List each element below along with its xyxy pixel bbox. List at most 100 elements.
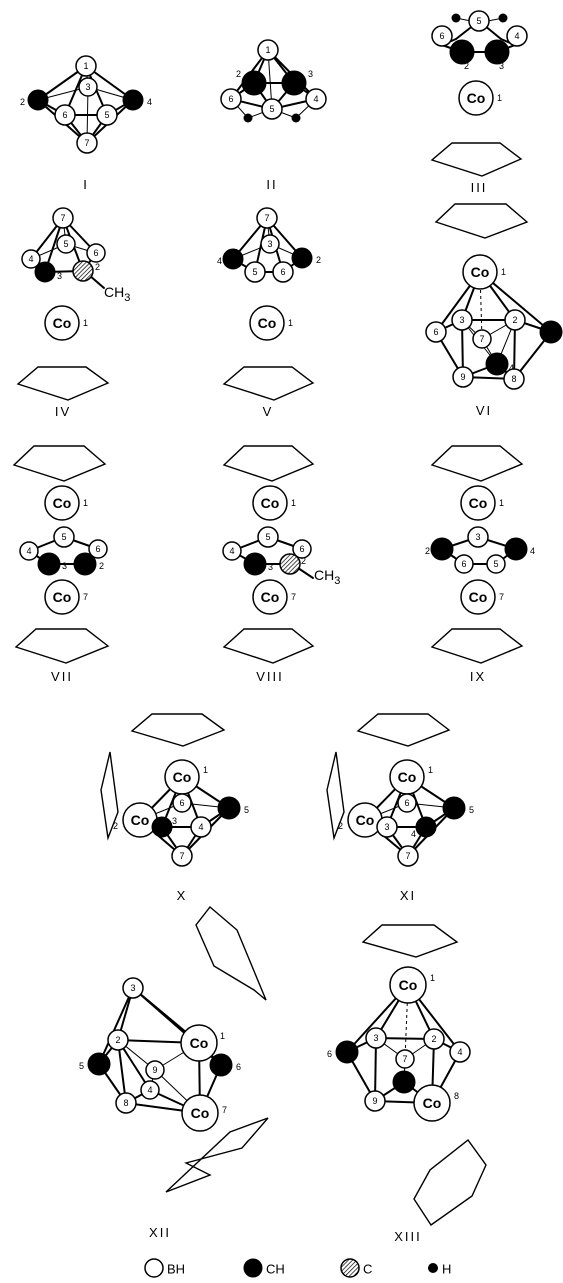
atom-5 bbox=[486, 554, 506, 574]
methyl-group: CH3 bbox=[104, 284, 130, 304]
svg-text:8: 8 bbox=[454, 1091, 459, 1101]
svg-text:4: 4 bbox=[514, 31, 519, 41]
atom-7 bbox=[397, 845, 419, 867]
svg-text:7: 7 bbox=[60, 213, 65, 223]
legend: BH CH C H bbox=[144, 1258, 451, 1278]
atom-5 bbox=[56, 234, 76, 254]
structure-X: Co 1 Co 2 6 5 3 4 7 X bbox=[100, 713, 249, 903]
svg-text:6: 6 bbox=[461, 559, 466, 569]
bridge-h-1 bbox=[243, 113, 253, 123]
bridge-h-2 bbox=[291, 113, 301, 123]
svg-text:6: 6 bbox=[404, 798, 409, 808]
cyclopentadienyl-ring-top bbox=[195, 905, 267, 1001]
svg-text:1: 1 bbox=[83, 61, 88, 71]
svg-text:3: 3 bbox=[268, 562, 273, 572]
label-XI: XI bbox=[400, 888, 416, 903]
atom-6 bbox=[335, 1040, 359, 1064]
cyclopentadienyl-ring-bottom bbox=[413, 1138, 487, 1226]
cyclopentadienyl-ring-top bbox=[222, 445, 315, 482]
cobalt-7 bbox=[181, 1094, 219, 1132]
cyclopentadienyl-ring-top bbox=[12, 445, 107, 482]
atom-3 bbox=[451, 309, 473, 331]
legend-ch-symbol bbox=[243, 1258, 263, 1278]
svg-text:9: 9 bbox=[152, 1065, 157, 1075]
cyclopentadienyl-ring-top bbox=[130, 713, 226, 747]
atom-1 bbox=[257, 39, 279, 61]
atom-4 bbox=[222, 541, 242, 561]
svg-text:4: 4 bbox=[411, 829, 416, 839]
cyclopentadienyl-ring-top bbox=[434, 203, 529, 239]
svg-text:7: 7 bbox=[499, 592, 504, 602]
atom-7 bbox=[256, 207, 278, 229]
atom-2 bbox=[504, 309, 526, 331]
cobalt-7 bbox=[460, 579, 496, 615]
structure-IV: 7 5 4 6 3 2 CH3 Co 1 IV bbox=[16, 207, 130, 419]
svg-text:Co: Co bbox=[469, 495, 488, 511]
atom-3 bbox=[37, 552, 61, 576]
atom-4 bbox=[140, 1080, 160, 1100]
svg-text:7: 7 bbox=[479, 334, 484, 344]
label-VII: VII bbox=[51, 669, 73, 684]
legend-c-label: C bbox=[363, 1262, 372, 1277]
structure-VIII: Co 1 5 4 6 3 2 CH3 Co 7 VIII bbox=[222, 445, 340, 684]
legend-bh-symbol bbox=[144, 1258, 164, 1278]
atom-2 bbox=[27, 89, 49, 111]
atom-9 bbox=[364, 1090, 386, 1112]
label-VI: VI bbox=[476, 403, 492, 418]
atom-6 bbox=[397, 793, 417, 813]
svg-text:1: 1 bbox=[430, 973, 435, 983]
legend-ch-label: CH bbox=[266, 1262, 285, 1277]
structure-VII: Co 1 5 4 6 3 2 Co 7 VII bbox=[12, 445, 110, 684]
svg-text:2: 2 bbox=[301, 556, 306, 566]
atom-8 bbox=[503, 368, 525, 390]
atom-2 bbox=[107, 1029, 129, 1051]
atom-4 bbox=[122, 89, 144, 111]
structure-IX: Co 1 3 2 4 6 5 Co 7 IX bbox=[425, 445, 535, 684]
svg-text:Co: Co bbox=[190, 1035, 209, 1051]
svg-text:2: 2 bbox=[113, 821, 118, 831]
svg-text:7: 7 bbox=[405, 851, 410, 861]
svg-text:5: 5 bbox=[79, 1061, 84, 1071]
svg-text:2: 2 bbox=[316, 255, 321, 265]
atom-6 bbox=[209, 1053, 233, 1077]
atom-7 bbox=[76, 132, 98, 154]
svg-text:2: 2 bbox=[464, 61, 469, 71]
atom-4 bbox=[21, 249, 41, 269]
atom-3 bbox=[365, 1027, 387, 1049]
svg-text:4: 4 bbox=[147, 1085, 152, 1095]
label-IX: IX bbox=[470, 669, 486, 684]
atom-1 bbox=[75, 55, 97, 77]
cobalt-7 bbox=[252, 579, 288, 615]
atom-6 bbox=[425, 321, 447, 343]
atom-3 bbox=[260, 234, 280, 254]
atom-4 bbox=[504, 537, 528, 561]
svg-text:1: 1 bbox=[291, 498, 296, 508]
cobalt-7 bbox=[44, 579, 80, 615]
cobalt-1 bbox=[458, 80, 494, 116]
svg-text:4: 4 bbox=[313, 94, 318, 104]
cyclopentadienyl-ring-bottom bbox=[222, 628, 315, 664]
cobalt-1 bbox=[252, 485, 288, 521]
svg-text:2: 2 bbox=[425, 546, 430, 556]
structure-II: 1 2 3 6 4 5 II bbox=[220, 39, 327, 192]
atom-6 bbox=[272, 261, 294, 283]
svg-text:1: 1 bbox=[497, 93, 502, 103]
cyclopentadienyl-ring-bottom bbox=[14, 628, 110, 664]
atom-2-carbon bbox=[72, 260, 94, 282]
svg-text:4: 4 bbox=[509, 363, 514, 373]
atom-9 bbox=[145, 1060, 165, 1080]
svg-text:1: 1 bbox=[499, 498, 504, 508]
atom-6 bbox=[88, 539, 108, 559]
cyclopentadienyl-ring-top bbox=[356, 713, 451, 747]
svg-text:6: 6 bbox=[228, 94, 233, 104]
atom-5 bbox=[244, 261, 266, 283]
svg-text:2: 2 bbox=[115, 1035, 120, 1045]
structure-XIII: Co 1 3 2 6 4 7 9 Co 8 XIII bbox=[327, 924, 487, 1244]
svg-text:3: 3 bbox=[267, 239, 272, 249]
structure-VI: Co 1 3 2 6 7 4 9 8 VI bbox=[425, 203, 563, 418]
atom-3 bbox=[243, 552, 267, 576]
svg-text:5: 5 bbox=[61, 532, 66, 542]
atom-5 bbox=[53, 526, 75, 548]
svg-text:4: 4 bbox=[229, 546, 234, 556]
cyclopentadienyl-ring-top bbox=[430, 445, 524, 482]
